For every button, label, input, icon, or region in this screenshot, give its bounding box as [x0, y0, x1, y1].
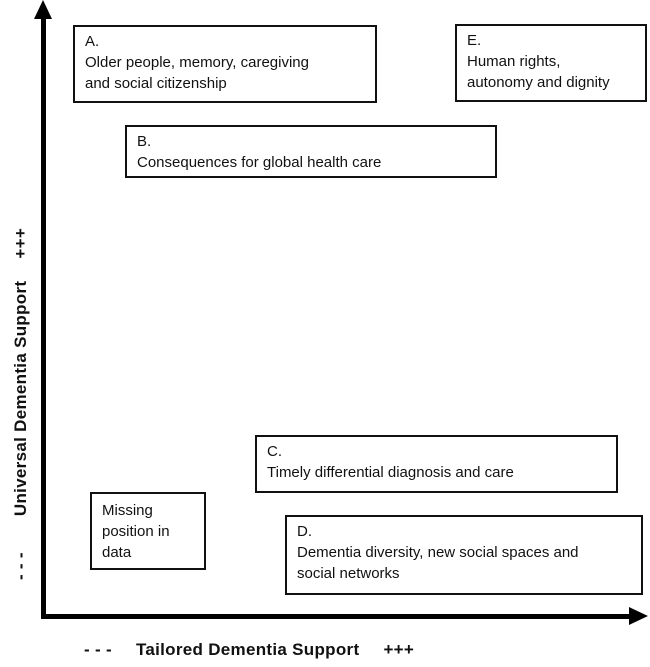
y-axis-arrowhead-icon [34, 0, 52, 19]
theme-box-d: D. Dementia diversity, new social spaces… [285, 515, 643, 595]
x-axis-minus-marks: - - - [84, 640, 112, 659]
theme-box-e-text: E. Human rights, autonomy and dignity [467, 32, 610, 91]
y-axis-title: Universal Dementia Support [11, 280, 30, 517]
y-axis-plus-marks: +++ [11, 227, 30, 259]
x-axis-arrowhead-icon [629, 607, 648, 625]
theme-box-b: B. Consequences for global health care [125, 125, 497, 178]
theme-box-a: A. Older people, memory, caregiving and … [73, 25, 377, 103]
x-axis-title: Tailored Dementia Support [135, 640, 360, 659]
theme-box-a-text: A. Older people, memory, caregiving and … [85, 33, 309, 92]
x-axis-label: - - - Tailored Dementia Support +++ [84, 640, 414, 660]
theme-box-d-text: D. Dementia diversity, new social spaces… [297, 523, 579, 582]
missing-position-box: Missing position in data [90, 492, 206, 570]
theme-box-c-text: C. Timely differential diagnosis and car… [267, 443, 514, 481]
x-axis-plus-marks: +++ [383, 640, 415, 659]
x-axis-line [41, 614, 631, 619]
y-axis-line [41, 14, 46, 619]
theme-box-b-text: B. Consequences for global health care [137, 133, 382, 171]
y-axis-label: - - - Universal Dementia Support +++ [9, 206, 33, 602]
missing-position-box-text: Missing position in data [102, 502, 170, 561]
theme-box-e: E. Human rights, autonomy and dignity [455, 24, 647, 102]
theme-box-c: C. Timely differential diagnosis and car… [255, 435, 618, 493]
y-axis-minus-marks: - - - [11, 552, 30, 581]
